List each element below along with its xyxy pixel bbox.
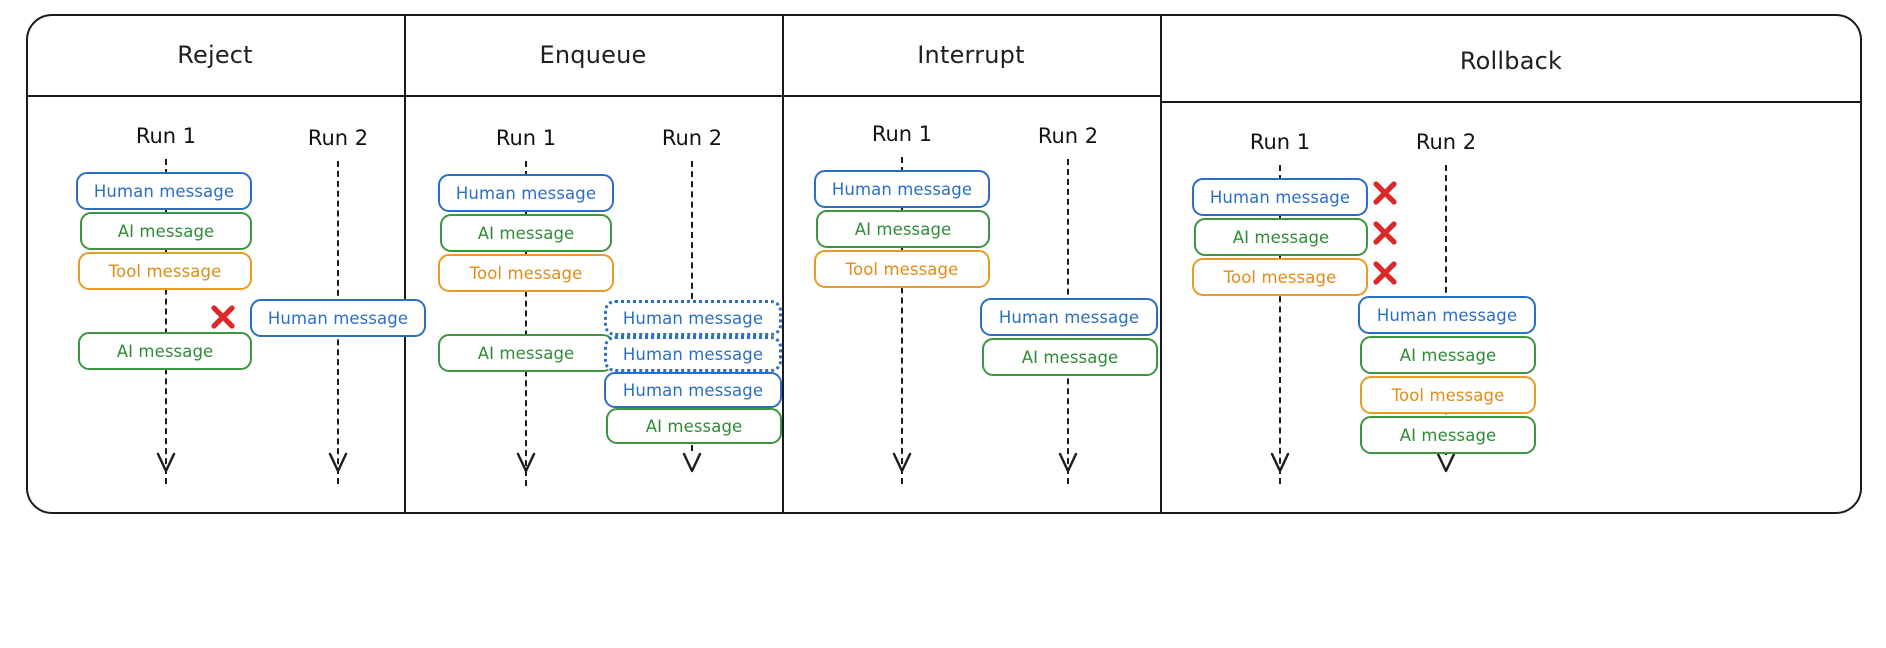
red-x-icon	[1370, 218, 1400, 248]
message-box-human: Human message	[1358, 296, 1536, 334]
run-label-enqueue-run-2: Run 2	[661, 126, 723, 150]
lifeline-interrupt-run-1	[901, 157, 903, 484]
message-box-tool: Tool message	[1360, 376, 1536, 414]
message-box-human: Human message	[1192, 178, 1368, 216]
message-box-ai: AI message	[982, 338, 1158, 376]
arrowhead-down-icon	[1435, 452, 1457, 474]
red-x-icon	[208, 302, 238, 332]
header-divider-2	[404, 95, 782, 97]
arrowhead-down-icon	[515, 452, 537, 474]
panel-separator-1	[404, 14, 406, 514]
header-divider-4	[1160, 101, 1862, 103]
panel-separator-2	[782, 14, 784, 514]
run-label-interrupt-run-2: Run 2	[1037, 124, 1099, 148]
run-label-interrupt-run-1: Run 1	[871, 122, 933, 146]
run-column-reject-run-2: Run 2 Human message	[211, 14, 428, 514]
message-box-human: Human message	[814, 170, 990, 208]
arrowhead-down-icon	[1057, 452, 1079, 474]
message-box-human: Human message	[604, 372, 782, 408]
arrowhead-down-icon	[1269, 452, 1291, 474]
message-box-tool: Tool message	[78, 252, 252, 290]
message-box-ai: AI message	[440, 214, 612, 252]
run-label-reject-run-1: Run 1	[135, 124, 197, 148]
message-box-ai: AI message	[1360, 336, 1536, 374]
arrowhead-down-icon	[681, 452, 703, 474]
red-x-icon	[1370, 178, 1400, 208]
lifeline-reject-run-1	[165, 159, 167, 484]
message-box-human: Human message	[604, 300, 782, 336]
message-box-tool: Tool message	[814, 250, 990, 288]
message-box-tool: Tool message	[1192, 258, 1368, 296]
panel-title-reject: Reject	[177, 40, 253, 69]
message-box-ai: AI message	[438, 334, 614, 372]
header-divider-3	[782, 95, 1160, 97]
message-box-ai: AI message	[1360, 416, 1536, 454]
message-box-human: Human message	[604, 336, 782, 372]
arrowhead-down-icon	[891, 452, 913, 474]
message-box-ai: AI message	[78, 332, 252, 370]
header-divider-1	[28, 95, 404, 97]
message-box-tool: Tool message	[438, 254, 614, 292]
message-box-human: Human message	[438, 174, 614, 212]
run-label-rollback-run-1: Run 1	[1249, 130, 1311, 154]
message-box-ai: AI message	[606, 408, 782, 444]
panel-separator-3	[1160, 14, 1162, 514]
run-label-reject-run-2: Run 2	[307, 126, 369, 150]
arrowhead-down-icon	[155, 452, 177, 474]
message-box-human: Human message	[250, 299, 426, 337]
lifeline-rollback-run-1	[1279, 165, 1281, 484]
run-label-enqueue-run-1: Run 1	[495, 126, 557, 150]
panel-title-enqueue: Enqueue	[539, 40, 647, 69]
arrowhead-down-icon	[327, 452, 349, 474]
message-box-ai: AI message	[816, 210, 990, 248]
panel-title-interrupt: Interrupt	[917, 40, 1025, 69]
red-x-icon	[1370, 258, 1400, 288]
message-box-ai: AI message	[1194, 218, 1368, 256]
panel-title-rollback: Rollback	[1459, 46, 1563, 75]
run-label-rollback-run-2: Run 2	[1415, 130, 1477, 154]
message-box-human: Human message	[980, 298, 1158, 336]
message-box-ai: AI message	[80, 212, 252, 250]
message-box-human: Human message	[76, 172, 252, 210]
lifeline-enqueue-run-1	[525, 161, 527, 486]
